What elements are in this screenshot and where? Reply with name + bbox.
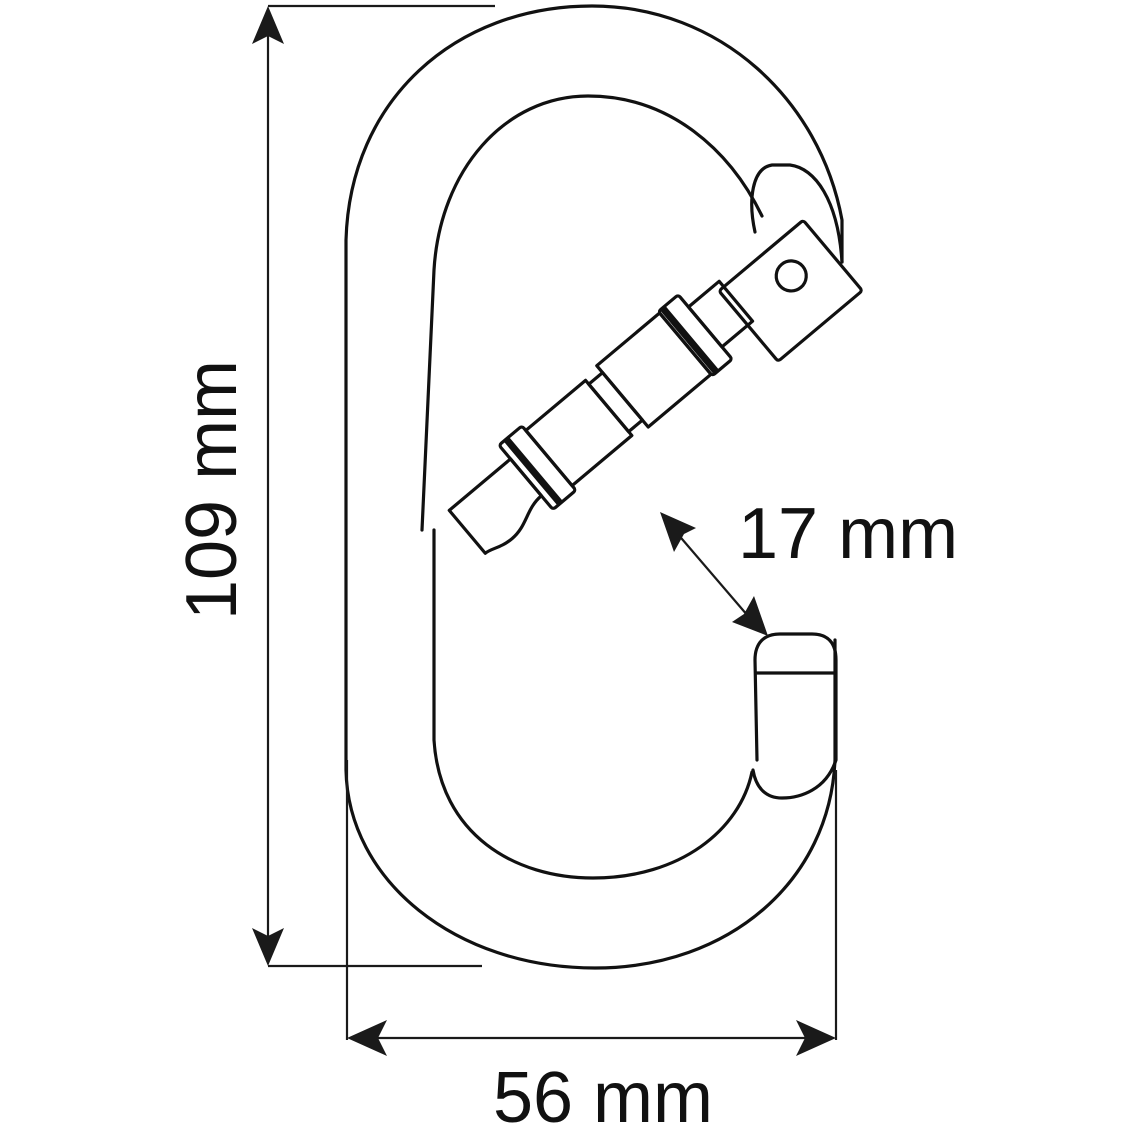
height-label: 109 mm [172,360,252,620]
sleeve-lower-collar [498,425,577,510]
frame-inner-lower-contour [432,528,754,880]
gate-opening-dimension: 17 mm [660,494,958,636]
width-arrow-left-icon [347,1020,387,1056]
gate-shaft-upper [686,279,755,349]
height-arrow-up-icon [252,6,284,44]
sleeve-upper-collar-band [659,305,720,375]
width-arrow-right-icon [796,1020,836,1056]
height-arrow-down-icon [252,928,284,966]
gate-tip-pin-hole [774,259,808,293]
frame-inner-contour [420,94,764,532]
gate-opening-arrow-top-icon [660,512,696,552]
sleeve-upper-body [595,311,713,429]
gate-opening-label: 17 mm [738,494,958,574]
gate-opening-arrow-bottom-icon [732,596,768,636]
height-dimension: 109 mm [172,4,495,968]
sleeve-lower-body [524,378,634,488]
sleeve-upper-collar [657,294,733,377]
width-dimension: 56 mm [345,760,838,1138]
sleeve-middle-ring [587,371,645,434]
carabiner-frame [344,4,844,970]
frame-outer-contour [344,4,844,970]
nose-hook [751,632,838,800]
top-nose-lobe [750,163,844,264]
gate-shaft-lower [447,457,543,555]
top-nose [750,163,844,264]
sleeve-lower-collar-band [503,436,563,506]
width-label: 56 mm [493,1058,713,1138]
nose-hook-body [751,632,838,800]
screw-gate [447,279,755,555]
